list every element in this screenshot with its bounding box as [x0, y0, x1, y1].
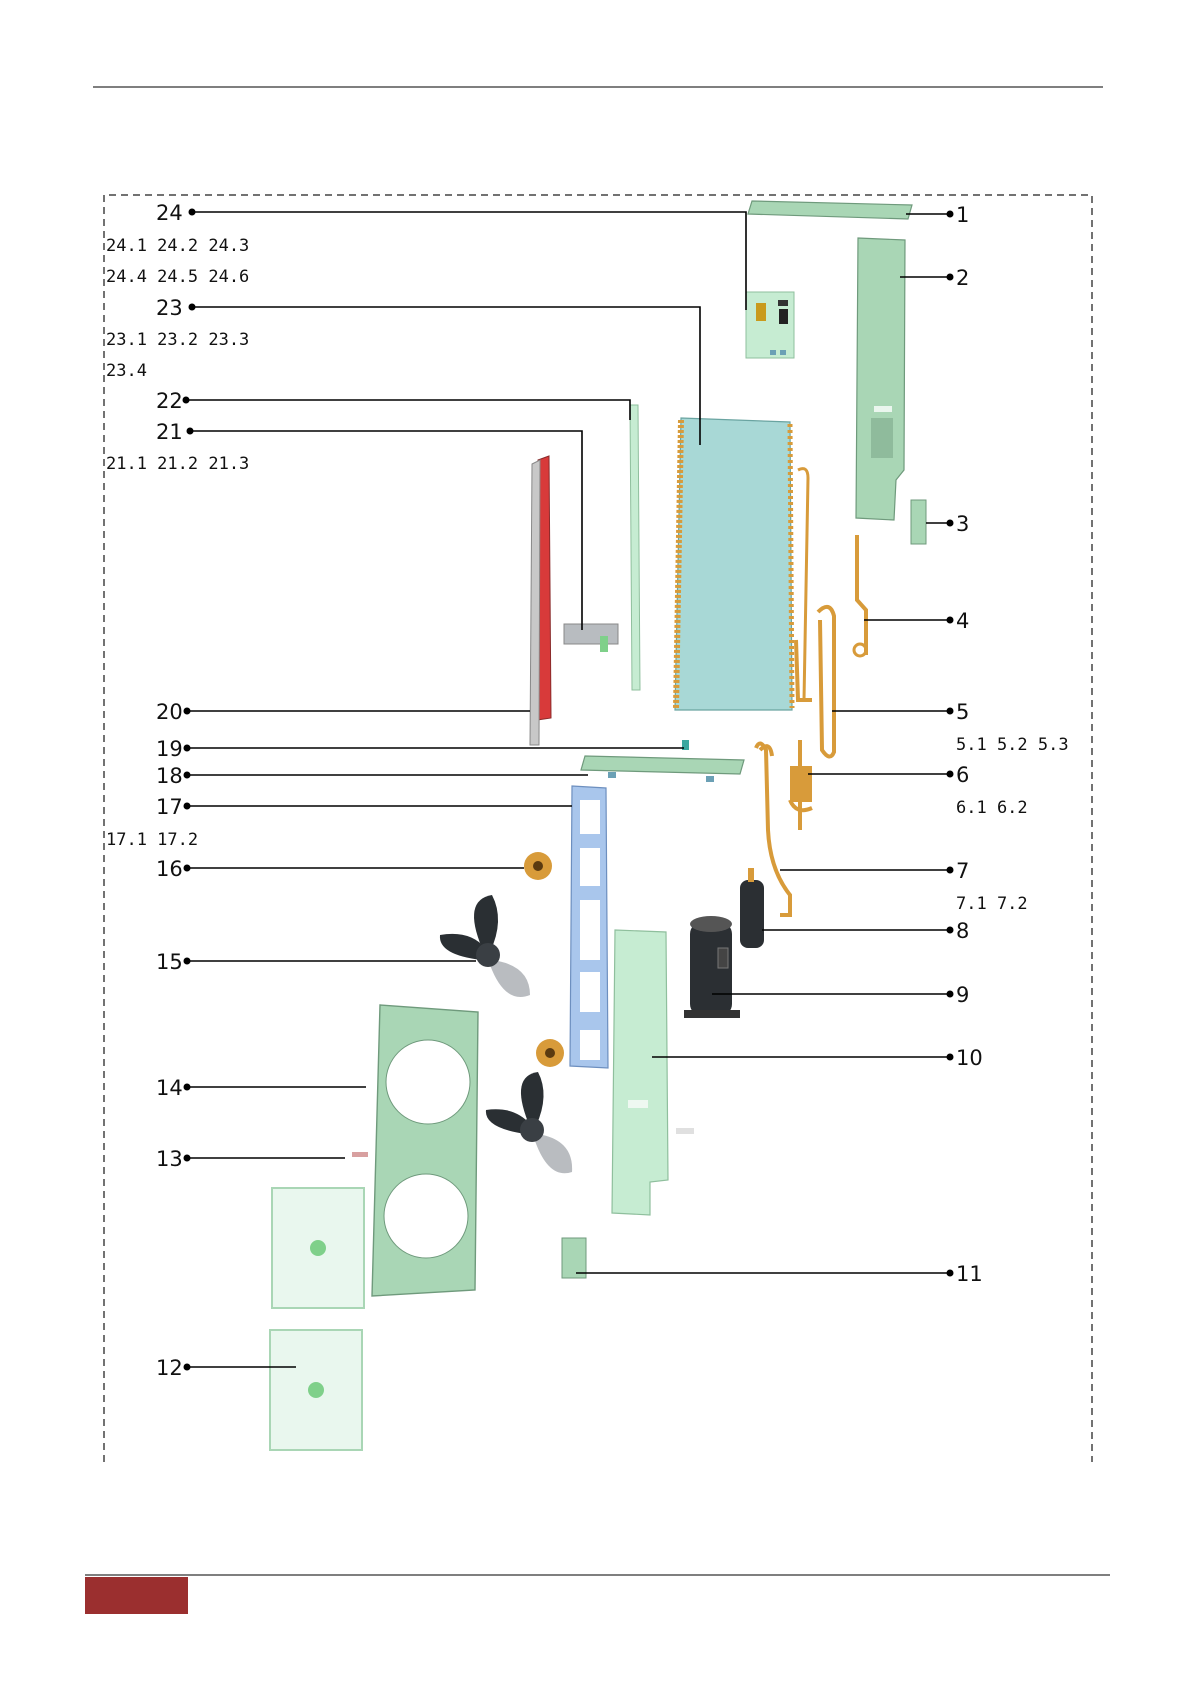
part-small-plate [562, 1238, 586, 1278]
callout-17-number: 17 [156, 795, 183, 819]
part-right-panel [856, 238, 905, 520]
callout-24-number: 24 [156, 201, 183, 225]
callout-5-subparts: 5.1 5.2 5.3 [956, 735, 1069, 755]
callout-7-subparts: 7.1 7.2 [956, 894, 1028, 914]
callout-18-number: 18 [156, 764, 183, 788]
callouts-left: 24 24.1 24.2 24.3 24.4 24.5 24.6 23 23.1… [106, 201, 249, 1380]
callout-21-number: 21 [156, 420, 183, 444]
callout-24-subparts-row2: 24.4 24.5 24.6 [106, 267, 249, 287]
callout-6-subparts: 6.1 6.2 [956, 798, 1028, 818]
part-side-strip [630, 405, 640, 690]
callout-4-number: 4 [956, 609, 969, 633]
callout-22-number: 22 [156, 389, 183, 413]
callout-3-number: 3 [956, 512, 969, 536]
part-partition [612, 930, 694, 1215]
part-small-pin [352, 1152, 368, 1157]
callout-7-number: 7 [956, 859, 969, 883]
callout-24-subparts: 24.1 24.2 24.3 [106, 236, 249, 256]
callout-19-number: 19 [156, 737, 183, 761]
callout-6-number: 6 [956, 763, 969, 787]
part-fan-blade-upper [440, 895, 530, 997]
callouts-right: 1 2 3 4 5 5.1 5.2 5.3 6 6.1 6.2 7 7.1 7.… [956, 203, 1069, 1286]
part-fan-blade-lower [486, 1072, 572, 1173]
callout-8-number: 8 [956, 919, 969, 943]
part-grille-upper [272, 1188, 364, 1308]
part-pipe-assembly [796, 607, 834, 757]
part-compressor [684, 916, 740, 1018]
part-valve-pipe [854, 535, 866, 656]
callout-10-number: 10 [956, 1046, 983, 1070]
part-condenser [675, 418, 808, 710]
part-fan-motor [524, 852, 564, 1067]
footer-accent-bar [85, 1577, 188, 1614]
part-left-column [530, 456, 551, 745]
callout-20-number: 20 [156, 700, 183, 724]
callout-16-number: 16 [156, 857, 183, 881]
callout-5-number: 5 [956, 700, 969, 724]
callout-1-number: 1 [956, 203, 969, 227]
callout-23-subparts: 23.1 23.2 23.3 [106, 330, 249, 350]
callout-17-subparts: 17.1 17.2 [106, 830, 198, 850]
part-small-cover [911, 500, 926, 544]
part-motor-bracket [570, 786, 608, 1068]
part-top-cover [748, 201, 912, 219]
part-receiver [740, 868, 764, 948]
part-grille-lower [270, 1330, 362, 1450]
part-front-panel [372, 1005, 478, 1296]
part-control-board [746, 292, 794, 358]
callout-23-number: 23 [156, 296, 183, 320]
callout-21-subparts: 21.1 21.2 21.3 [106, 454, 249, 474]
callout-2-number: 2 [956, 266, 969, 290]
callout-15-number: 15 [156, 950, 183, 974]
callout-23-subparts-row2: 23.4 [106, 361, 147, 381]
callout-11-number: 11 [956, 1262, 983, 1286]
part-bracket [564, 624, 618, 652]
callout-14-number: 14 [156, 1076, 183, 1100]
callout-9-number: 9 [956, 983, 969, 1007]
callout-12-number: 12 [156, 1356, 183, 1380]
callout-13-number: 13 [156, 1147, 183, 1171]
part-base-tray [581, 756, 744, 782]
